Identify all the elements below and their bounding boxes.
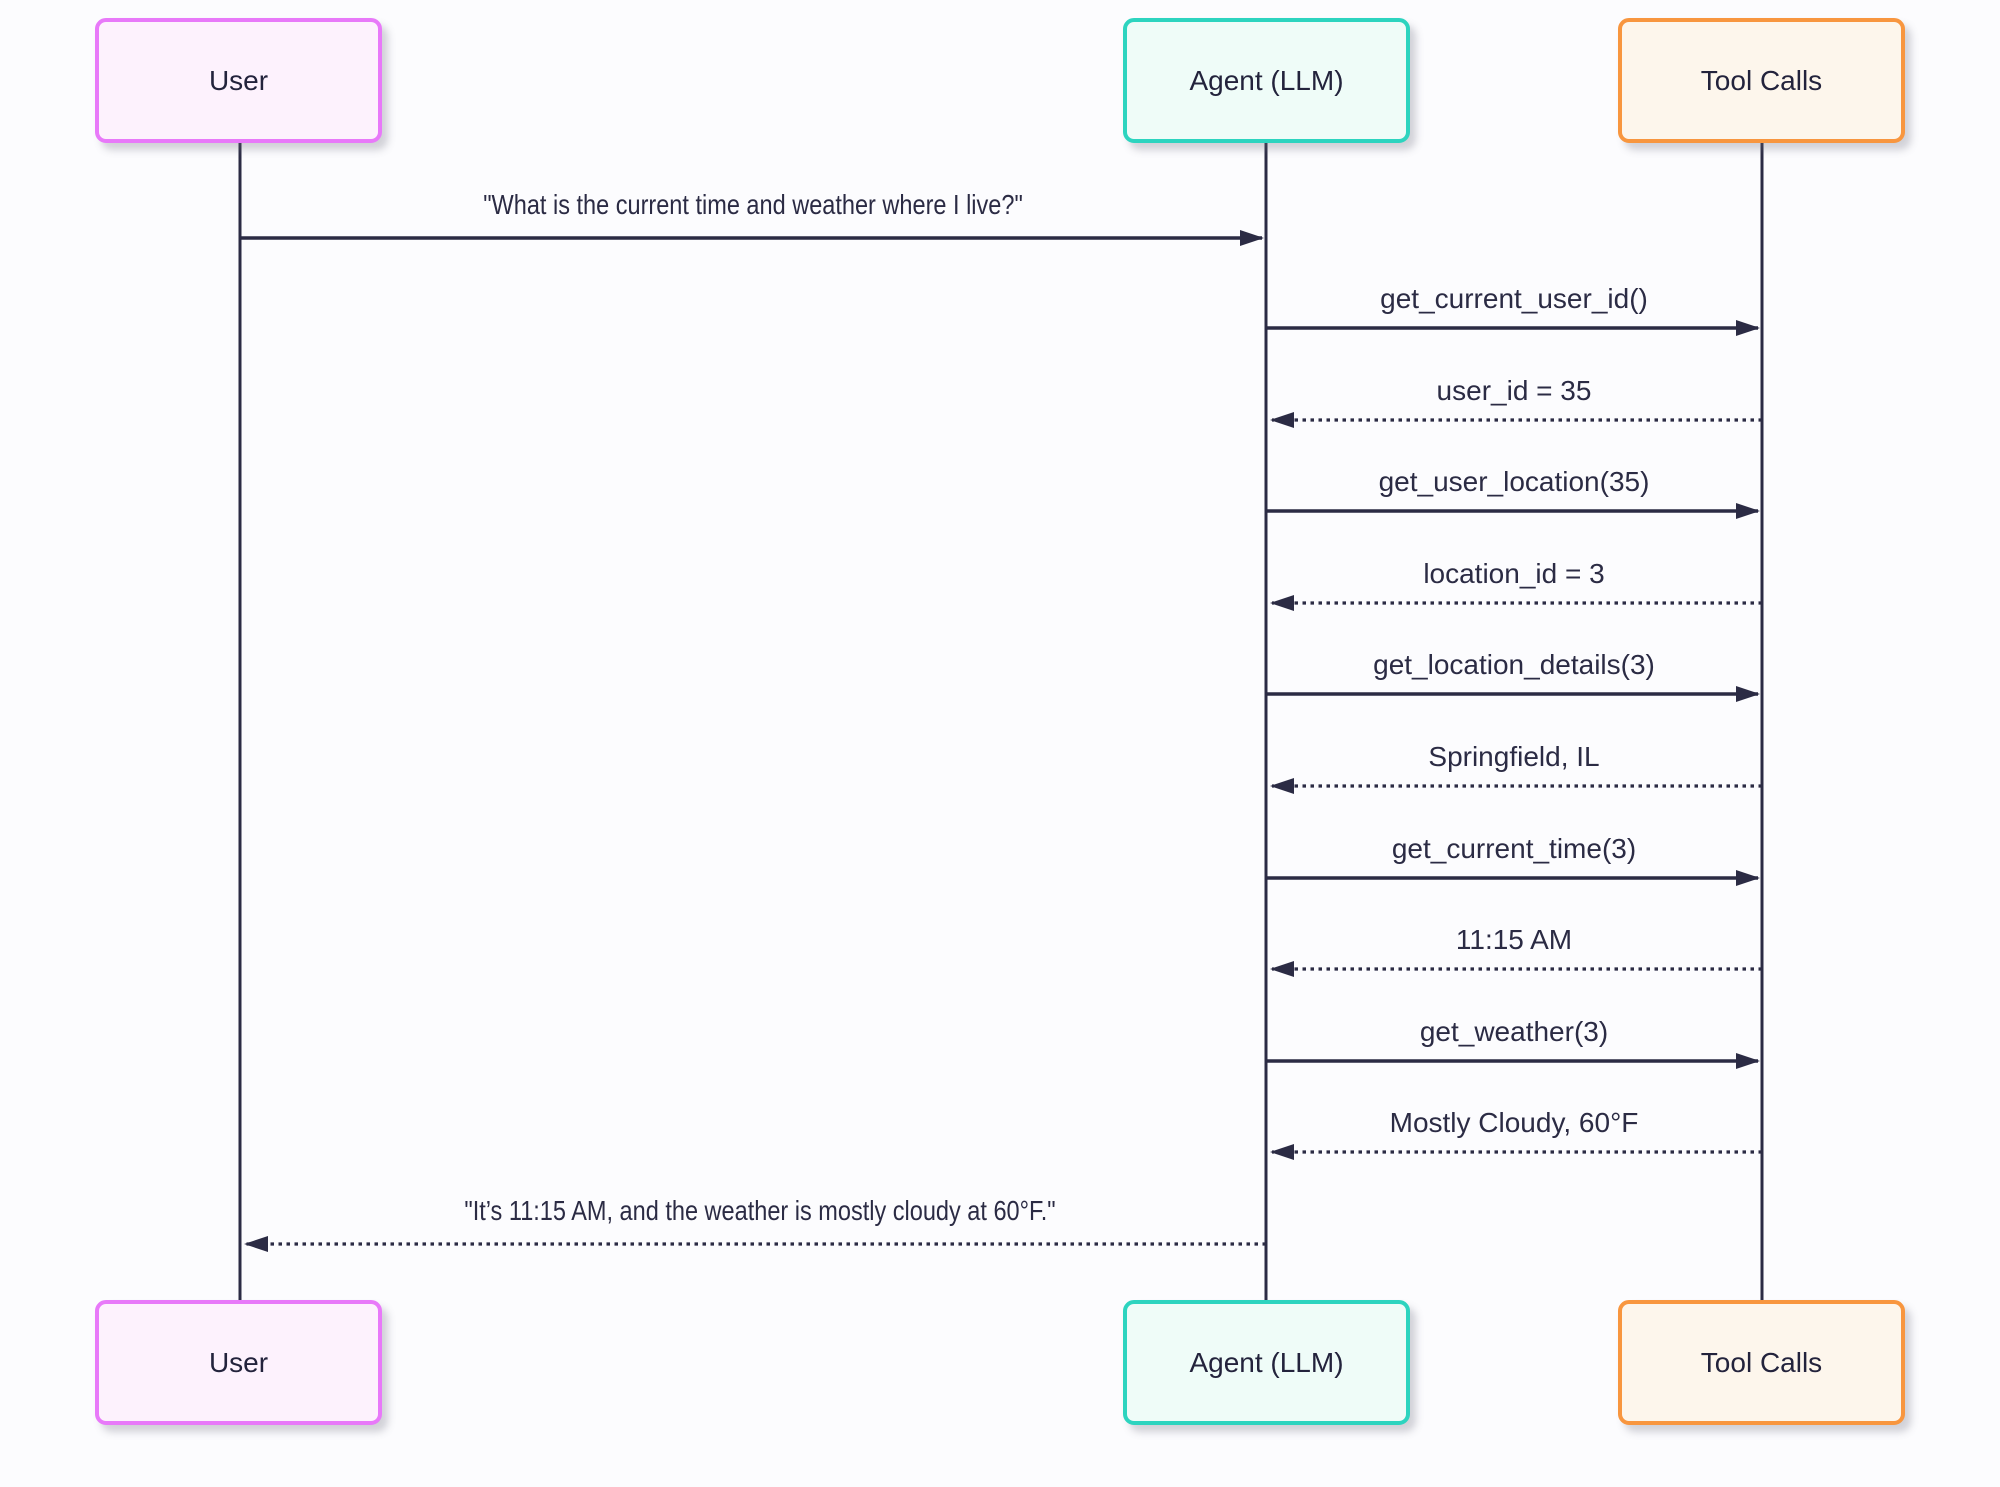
actor-agent-bottom: Agent (LLM) (1123, 1300, 1410, 1425)
actor-tool-top: Tool Calls (1618, 18, 1905, 143)
actor-user-label: User (208, 1346, 269, 1378)
message-label-user-id: user_id = 35 (1436, 375, 1592, 406)
message-label-user-request: "What is the current time and weather wh… (483, 189, 1023, 220)
message-label-location-id: location_id = 3 (1423, 558, 1605, 589)
actor-agent-label: Agent (LLM) (1189, 64, 1344, 96)
message-label-time: 11:15 AM (1455, 924, 1573, 955)
message-label-get-user-location: get_user_location(35) (1378, 466, 1650, 497)
actor-tool-label: Tool Calls (1700, 64, 1823, 96)
actor-agent-label: Agent (LLM) (1189, 1346, 1344, 1378)
actor-tool-bottom: Tool Calls (1618, 1300, 1905, 1425)
message-label-get-current-user-id: get_current_user_id() (1380, 283, 1648, 314)
actor-user-top: User (95, 18, 382, 143)
message-label-weather: Mostly Cloudy, 60°F (1389, 1107, 1639, 1138)
actor-agent-top: Agent (LLM) (1123, 18, 1410, 143)
actor-user-bottom: User (95, 1300, 382, 1425)
message-label-get-current-time: get_current_time(3) (1391, 833, 1637, 864)
message-label-get-location-details: get_location_details(3) (1373, 649, 1655, 680)
message-label-get-weather: get_weather(3) (1419, 1016, 1609, 1047)
actor-user-label: User (208, 64, 269, 96)
message-label-springfield: Springfield, IL (1428, 741, 1600, 772)
actor-tool-label: Tool Calls (1700, 1346, 1823, 1378)
message-label-final-answer: "It’s 11:15 AM, and the weather is mostl… (464, 1195, 1056, 1226)
